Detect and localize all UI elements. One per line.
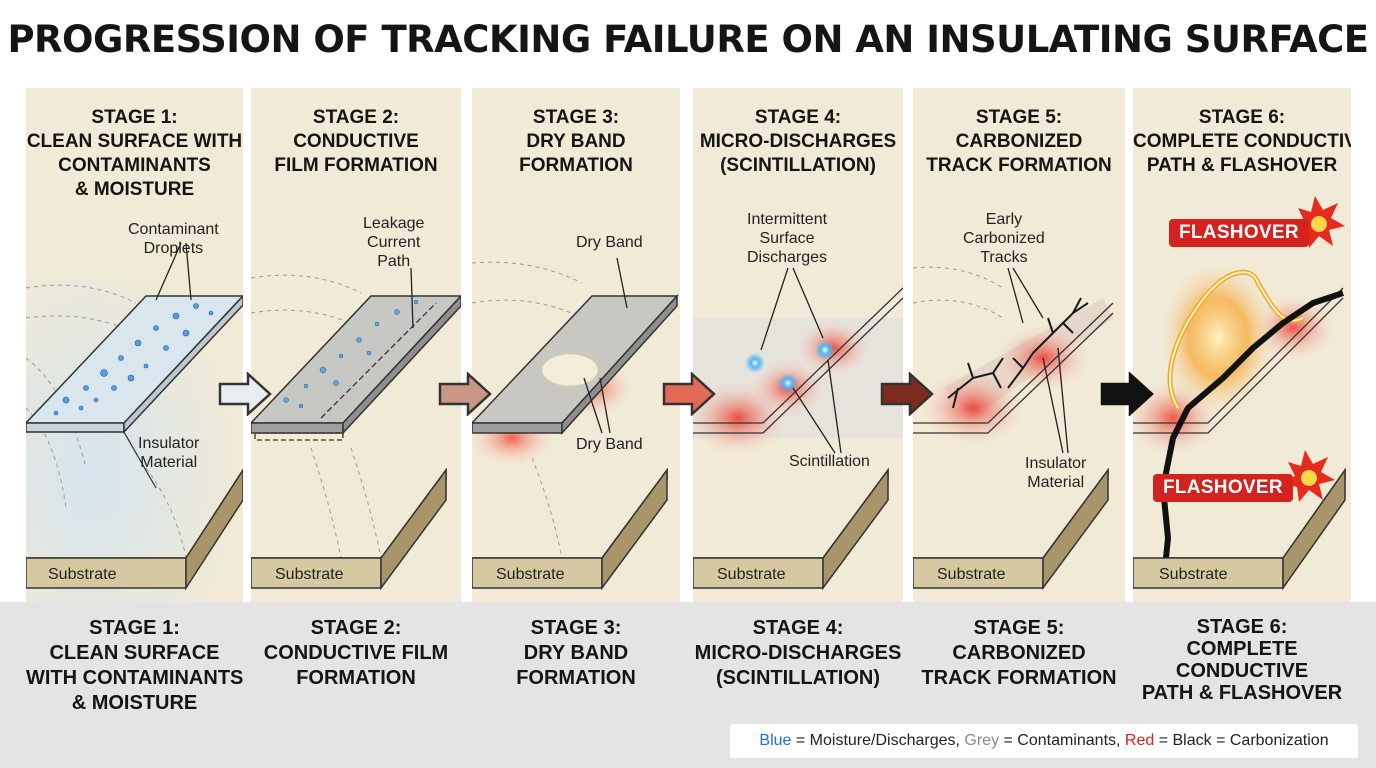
explosion-icon xyxy=(1293,196,1345,248)
stage-3-title: STAGE 3:DRY BAND FORMATION xyxy=(519,107,633,176)
stage-5-panel: STAGE 5:CARBONIZED TRACK FORMATION Early… xyxy=(913,88,1125,602)
substrate-label: Substrate xyxy=(717,566,786,583)
legend-grey-text: = Contaminants, xyxy=(999,732,1125,749)
substrate-label: Substrate xyxy=(496,566,565,583)
arrow-right-icon xyxy=(1100,372,1154,416)
explosion-icon xyxy=(1283,450,1335,502)
legend-blue-text: = Moisture/Discharges, xyxy=(791,732,965,749)
stage-5-illustration xyxy=(913,266,1114,591)
stage-4-caption: STAGE 4:MICRO-DISCHARGES (SCINTILLATION) xyxy=(694,617,902,689)
stage-5-caption: STAGE 5:CARBONIZED TRACK FORMATION xyxy=(921,617,1117,689)
stage-2-title: STAGE 2:CONDUCTIVE FILM FORMATION xyxy=(274,107,438,176)
substrate-label: Substrate xyxy=(1159,566,1228,583)
stage-2-caption: STAGE 2:CONDUCTIVE FILM FORMATION xyxy=(263,617,449,689)
stage-6-illustration xyxy=(1133,196,1346,591)
scintillation-label: Scintillation xyxy=(789,453,870,470)
stage-4-illustration xyxy=(693,267,903,591)
stage-1-illustration xyxy=(26,242,243,602)
stage-3-illustration xyxy=(472,257,679,591)
legend-red-text: = Black = Carbonization xyxy=(1154,732,1329,749)
color-legend: Blue = Moisture/Discharges, Grey = Conta… xyxy=(730,724,1358,758)
legend-blue-word: Blue xyxy=(759,732,792,749)
stage-5-title: STAGE 5:CARBONIZED TRACK FORMATION xyxy=(926,107,1112,176)
carbon-tracks xyxy=(947,297,1089,409)
stage-2-illustration xyxy=(251,267,461,591)
arrow-right-icon xyxy=(438,372,492,416)
stage-6-title: STAGE 6:COMPLETE CONDUCTIVE PATH & FLASH… xyxy=(1133,107,1351,176)
moisture-droplets xyxy=(53,303,214,416)
flashover-badge-lower: FLASHOVER xyxy=(1153,474,1293,502)
stage-1-caption: STAGE 1:CLEAN SURFACE WITH CONTAMINANTS&… xyxy=(26,617,244,714)
substrate-label: Substrate xyxy=(48,566,117,583)
conductive-path xyxy=(1159,290,1344,589)
dry-band-label-lower: Dry Band xyxy=(576,436,643,453)
arrow-right-icon xyxy=(218,372,272,416)
substrate-label: Substrate xyxy=(275,566,344,583)
stage-6-panel: STAGE 6:COMPLETE CONDUCTIVE PATH & FLASH… xyxy=(1133,88,1351,602)
dry-band-label-upper: Dry Band xyxy=(576,234,643,251)
arrow-right-icon xyxy=(662,372,716,416)
substrate-label: Substrate xyxy=(937,566,1006,583)
stage-4-panel: STAGE 4:MICRO-DISCHARGES (SCINTILLATION)… xyxy=(693,88,903,602)
page-title: PROGRESSION OF TRACKING FAILURE ON AN IN… xyxy=(7,18,1369,61)
stage-4-title: STAGE 4:MICRO-DISCHARGES (SCINTILLATION) xyxy=(699,107,897,176)
stage-3-panel: STAGE 3:DRY BAND FORMATION Dry Band Dry … xyxy=(472,88,680,602)
legend-grey-word: Grey xyxy=(964,732,1000,749)
stage-2-panel: STAGE 2:CONDUCTIVE FILM FORMATION Leakag… xyxy=(251,88,461,602)
stage-1-title: STAGE 1:CLEAN SURFACE WITH CONTAMINANTS&… xyxy=(26,107,243,200)
stage-3-caption: STAGE 3:DRY BAND FORMATION xyxy=(516,617,636,689)
arrow-right-icon xyxy=(880,372,934,416)
legend-red-word: Red xyxy=(1124,732,1155,749)
stage-1-panel: STAGE 1:CLEAN SURFACE WITH CONTAMINANTS&… xyxy=(26,88,243,602)
flashover-badge-upper: FLASHOVER xyxy=(1169,219,1309,247)
